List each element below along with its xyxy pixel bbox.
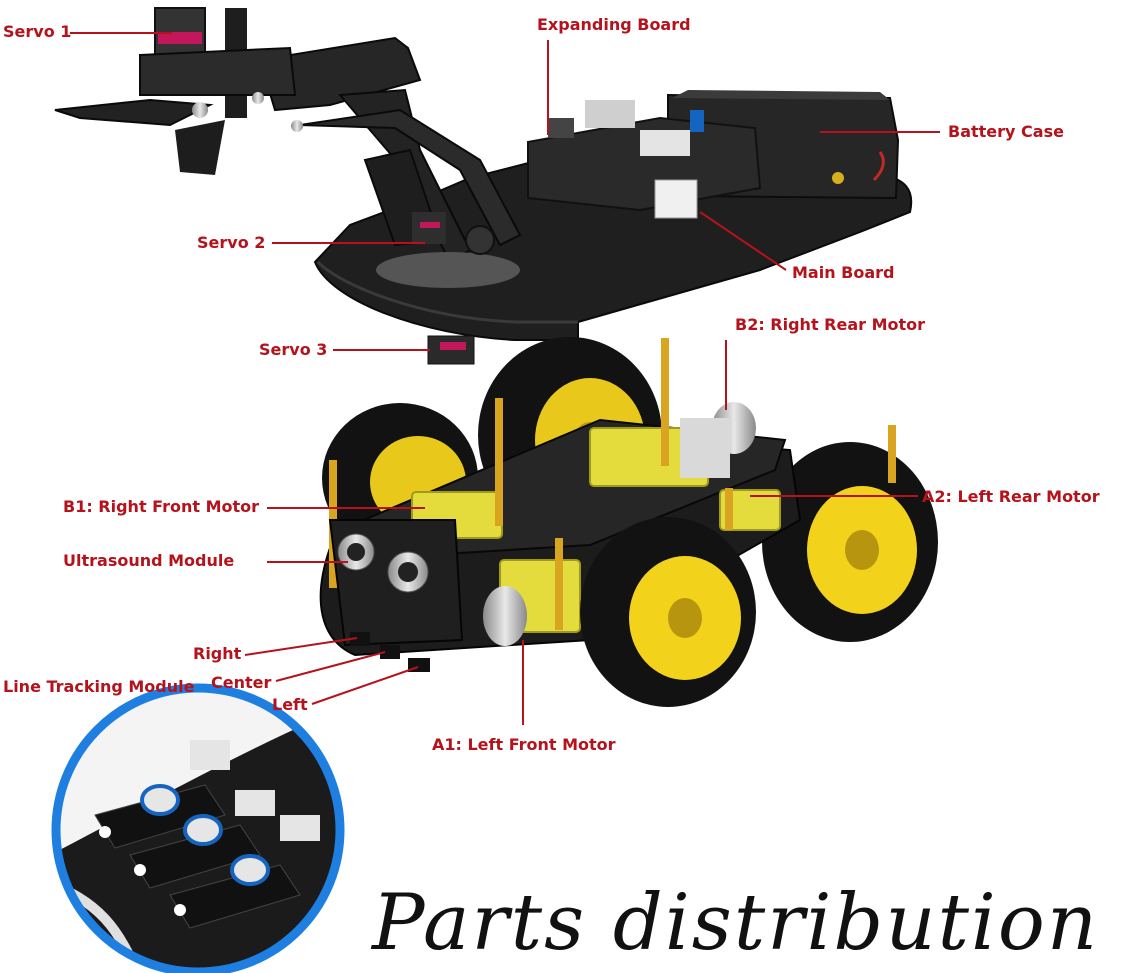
label-servo-2: Servo 2	[197, 233, 266, 252]
label-servo-1: Servo 1	[3, 22, 72, 41]
label-line-tracking-module: Line Tracking Module	[3, 677, 195, 696]
label-left-sensor: Left	[272, 695, 308, 714]
arm-assembly	[54, 7, 913, 365]
label-right-sensor: Right	[193, 644, 242, 663]
label-b1-right-front-motor: B1: Right Front Motor	[63, 497, 260, 516]
sensor-board-1	[94, 784, 226, 849]
car-assembly	[319, 337, 938, 707]
label-b2-right-rear-motor: B2: Right Rear Motor	[735, 315, 926, 334]
label-battery-case: Battery Case	[948, 122, 1064, 141]
leader-lines	[70, 32, 940, 725]
label-a1-left-front-motor: A1: Left Front Motor	[432, 735, 616, 754]
label-center-sensor: Center	[211, 673, 272, 692]
sensor-board-2	[129, 814, 261, 889]
label-a2-left-rear-motor: A2: Left Rear Motor	[922, 487, 1100, 506]
line-tracking-inset	[51, 683, 345, 973]
label-expanding-board: Expanding Board	[537, 15, 691, 34]
wheel-rear-right	[762, 442, 938, 642]
label-ultrasound-module: Ultrasound Module	[63, 551, 235, 570]
wheel-front-right	[580, 517, 756, 707]
label-main-board: Main Board	[792, 263, 895, 282]
caption-parts-distribution: Parts distribution	[372, 878, 1100, 968]
label-servo-3: Servo 3	[259, 340, 328, 359]
sensor-board-3	[169, 854, 301, 929]
